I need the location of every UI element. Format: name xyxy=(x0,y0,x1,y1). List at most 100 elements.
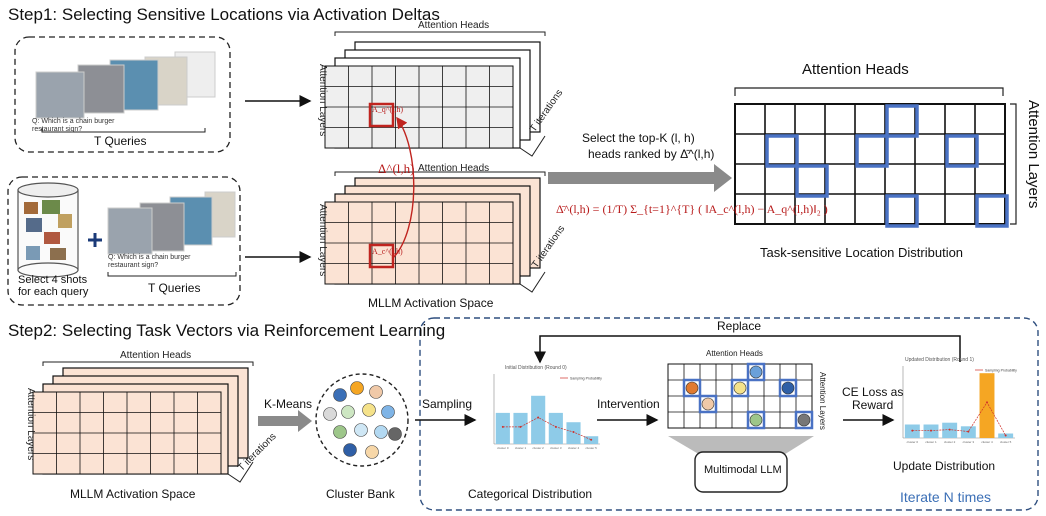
bottom-queries-box xyxy=(7,176,241,306)
chart-probability-point xyxy=(501,425,504,428)
highlighted-head-cell xyxy=(795,164,829,198)
top-iterations-brace xyxy=(519,135,546,157)
chart-bar xyxy=(531,395,546,444)
delta-formula: Δ̄^(l,h) = (1/T) Σ_{t=1}^{T} ( ‖A_c^(l,h… xyxy=(556,202,828,216)
chart-probability-point xyxy=(590,438,593,441)
cluster-dot xyxy=(354,423,368,437)
result-heads-label: Attention Heads xyxy=(802,61,909,78)
top-query-images xyxy=(35,51,216,119)
cluster-dot xyxy=(369,385,383,399)
bottom-layers-label: Attention Layers xyxy=(317,204,328,277)
replace-arrow xyxy=(534,335,961,364)
bottom-t-queries-label: T Queries xyxy=(148,281,201,295)
chart-bar xyxy=(548,412,563,444)
cluster-dot xyxy=(343,443,357,457)
highlighted-head-cell xyxy=(885,104,919,138)
chart-probability-line xyxy=(912,401,1006,436)
step1-title: Step1: Selecting Sensitive Locations via… xyxy=(8,5,440,24)
iterate-box xyxy=(419,317,1039,511)
chart-tick-label: cluster 3 xyxy=(550,446,562,450)
chart-tick-label: cluster 0 xyxy=(907,440,919,444)
chart-probability-point xyxy=(1004,434,1007,437)
updated-chart-title: Updated Distribution (Round 1) xyxy=(905,357,974,363)
result-layers-label: Attention Layers xyxy=(1025,100,1042,209)
task-vector-dot xyxy=(685,381,699,395)
result-heads-brace xyxy=(734,87,1004,96)
mllm-activation-space-caption-2: MLLM Activation Space xyxy=(70,487,196,501)
intervention-cell xyxy=(794,410,814,430)
top-cell-label: A_q^(l,h) xyxy=(372,105,404,114)
cluster-dot xyxy=(333,425,347,439)
llm-funnel xyxy=(668,436,814,456)
bottom-query-images xyxy=(107,191,236,255)
plus-icon xyxy=(88,233,102,247)
step2-layers-label: Attention Layers xyxy=(25,388,36,461)
delta-label: Δ^(l,h) xyxy=(378,161,415,176)
iterate-label: Iterate N times xyxy=(900,489,992,505)
chart-probability-point xyxy=(537,416,540,419)
legend-label: Sampling Probability xyxy=(570,377,602,381)
step2-heads-label: Attention Heads xyxy=(120,350,192,361)
top-activation-grid xyxy=(324,65,514,149)
sampling-label: Sampling xyxy=(422,397,473,411)
chart-tick-label: cluster 0 xyxy=(497,446,509,450)
cluster-dot xyxy=(362,403,376,417)
top-t-queries-label: T Queries xyxy=(94,134,147,148)
result-caption: Task-sensitive Location Distribution xyxy=(760,245,964,260)
cluster-dot xyxy=(374,425,388,439)
mllm-activation-space-caption-1: MLLM Activation Space xyxy=(368,296,494,310)
cluster-bank-dots xyxy=(323,381,402,459)
chart-tick-label: cluster 5 xyxy=(585,446,597,450)
cluster-dot xyxy=(350,381,364,395)
step2-iterations-brace xyxy=(227,461,254,483)
support-set-database-icon xyxy=(17,182,79,278)
delta-curve xyxy=(392,116,415,259)
llm-label: Multimodal LLM xyxy=(704,464,782,476)
chart-tick-label: cluster 1 xyxy=(515,446,527,450)
highlighted-head-cell xyxy=(855,134,889,168)
bottom-queries-brace xyxy=(107,272,237,277)
replace-label: Replace xyxy=(717,319,762,333)
top-queries-brace xyxy=(41,128,206,133)
chart-tick-label: cluster 4 xyxy=(981,440,993,444)
legend-label: Sampling Probability xyxy=(985,369,1017,373)
cluster-dot xyxy=(381,405,395,419)
task-vector-dot xyxy=(797,413,811,427)
highlighted-head-cell xyxy=(765,134,799,168)
top-heads-brace xyxy=(334,31,546,36)
intervention-grid xyxy=(667,362,814,430)
chart-probability-line xyxy=(502,417,592,441)
top-heads-label: Attention Heads xyxy=(418,20,490,31)
cluster-dot xyxy=(365,445,379,459)
bottom-iterations-brace xyxy=(519,271,546,293)
bottom-heads-brace xyxy=(334,171,546,176)
chart-probability-point xyxy=(911,429,914,432)
top-layers-label: Attention Layers xyxy=(317,64,328,137)
llm-box xyxy=(694,451,788,493)
initial-chart-title: Initial Distribution (Round 0) xyxy=(505,365,567,371)
select-topk-line1: Select the top-K (l, h) xyxy=(582,131,695,145)
top-query-text: Q: Which is a chain burger restaurant si… xyxy=(32,118,115,134)
select-topk-line2: heads ranked by Δ̄^(l,h) xyxy=(588,147,715,161)
highlighted-head-cell xyxy=(945,134,979,168)
result-layers-brace xyxy=(1010,103,1017,225)
task-vector-dot xyxy=(733,381,747,395)
cluster-dot xyxy=(341,405,355,419)
chart-tick-label: cluster 2 xyxy=(944,440,956,444)
chart-tick-label: cluster 5 xyxy=(1000,440,1012,444)
task-vector-dot xyxy=(749,365,763,379)
chart-bar xyxy=(566,422,581,444)
intervention-cell xyxy=(746,410,766,430)
top-queries-box xyxy=(14,36,231,153)
chart-probability-point xyxy=(519,425,522,428)
highlighted-head-cell xyxy=(885,194,919,228)
chart-probability-point xyxy=(967,430,970,433)
bottom-query-text: Q: Which is a chain burger restaurant si… xyxy=(108,254,191,270)
bottom-cell-label: A_c^(l,h) xyxy=(372,247,403,256)
big-gray-arrow xyxy=(548,164,732,192)
cluster-dot xyxy=(323,407,337,421)
intervention-label: Intervention xyxy=(597,397,660,411)
step2-activation-grid xyxy=(32,391,222,475)
